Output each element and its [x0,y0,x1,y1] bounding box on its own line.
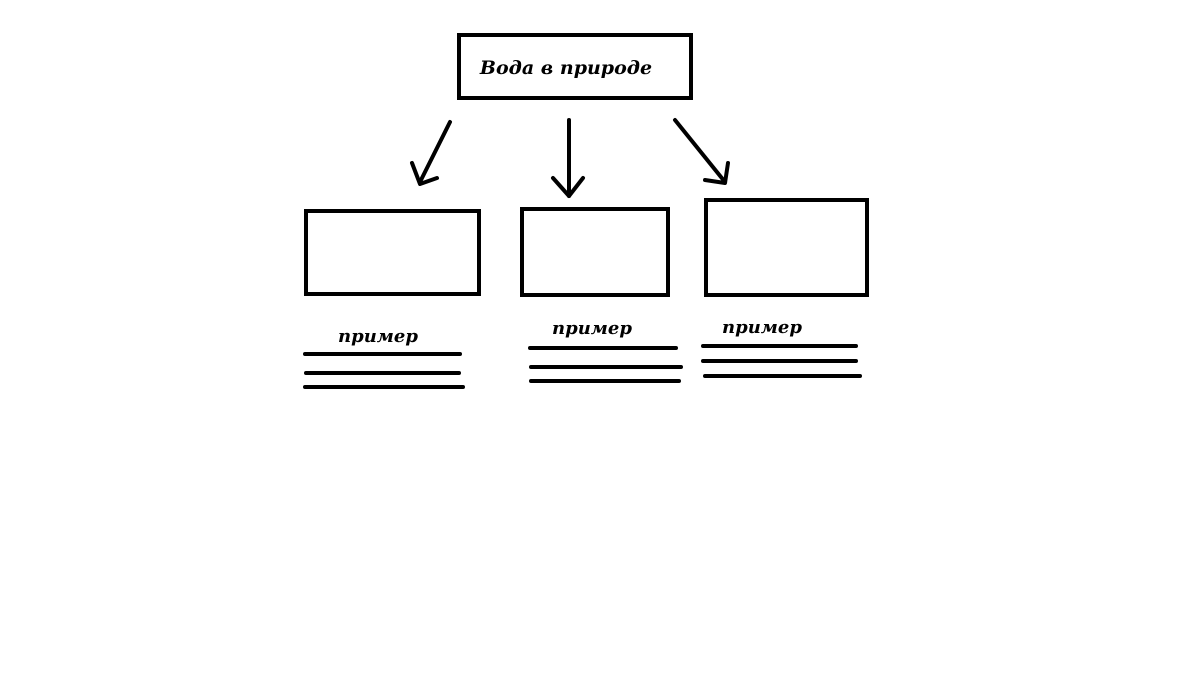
branch-box-2 [520,207,670,297]
example-label-2: пример [552,318,632,339]
root-title: Вода в природе [479,57,652,79]
root-box [457,33,693,100]
root-node: Вода в природе [457,33,693,100]
example-label-1: пример [338,326,418,347]
answer-lines-3 [701,344,862,378]
arrow-left-head [410,161,439,186]
arrow-right [673,118,730,185]
arrow-center [551,118,585,198]
arrow-right-shaft [673,118,727,184]
answer-lines-2 [528,346,683,383]
arrow-left [410,120,452,186]
answer-lines-1 [303,352,465,389]
arrow-right-head [703,161,730,185]
branch-box-3 [704,198,869,297]
arrow-center-head [551,176,585,198]
arrow-left-shaft [418,120,452,184]
branch-box-1 [304,209,481,296]
example-label-3: пример [722,317,802,338]
